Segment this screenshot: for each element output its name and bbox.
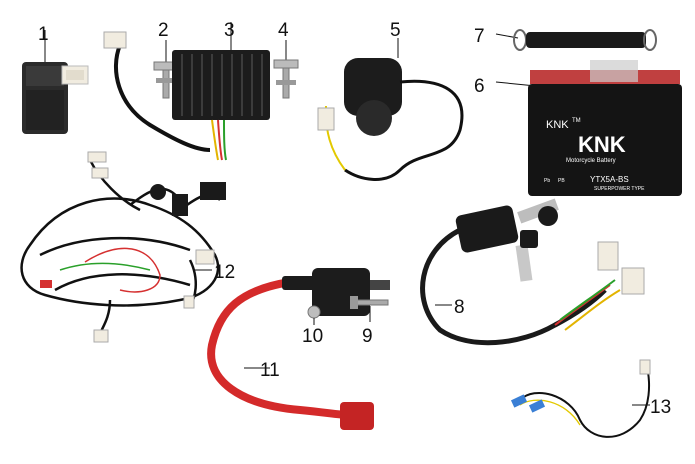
battery-subtitle: Motorcycle Battery xyxy=(566,158,616,164)
callout-6: 6 xyxy=(474,76,485,97)
part-7-battery-strap xyxy=(495,29,657,51)
part-9-bolt xyxy=(350,296,389,322)
part-4-bolt xyxy=(273,40,299,99)
part-1-cdi-unit xyxy=(22,30,89,134)
part-13-wire-lead xyxy=(510,359,651,438)
battery-recycle-mark-1: Pb xyxy=(544,178,550,184)
callout-2: 2 xyxy=(158,20,169,41)
callout-13: 13 xyxy=(650,397,671,418)
part-12-wiring-harness xyxy=(20,151,226,343)
battery-big-brand: KNK xyxy=(578,132,626,157)
callout-3: 3 xyxy=(224,20,235,41)
part-5-horn-relay xyxy=(317,38,464,181)
battery-brand: KNK xyxy=(546,119,569,131)
part-11-ignition-coil xyxy=(207,268,390,430)
battery-brand-tm: TM xyxy=(572,118,581,124)
callout-10: 10 xyxy=(302,326,323,347)
part-6-battery: KNK TM KNK Motorcycle Battery YTX5A-BS S… xyxy=(495,60,682,196)
part-3-regulator xyxy=(103,22,270,161)
battery-model: YTX5A-BS xyxy=(590,175,629,184)
callout-12: 12 xyxy=(214,262,235,283)
battery-type-line: SUPERPOWER TYPE xyxy=(594,186,645,192)
callout-8: 8 xyxy=(454,297,465,318)
callout-7: 7 xyxy=(474,26,485,47)
callout-11: 11 xyxy=(260,360,280,381)
part-8-ignition-switch xyxy=(420,198,645,346)
battery-recycle-mark-2: PB xyxy=(558,178,565,184)
callout-9: 9 xyxy=(362,326,373,347)
callout-1: 1 xyxy=(38,24,49,45)
part-10-nut xyxy=(307,305,321,325)
part-2-bolt xyxy=(153,40,179,99)
callout-labels: 1 2 3 4 5 6 7 8 9 10 11 12 13 xyxy=(38,20,671,418)
callout-5: 5 xyxy=(390,20,401,41)
callout-4: 4 xyxy=(278,20,289,41)
